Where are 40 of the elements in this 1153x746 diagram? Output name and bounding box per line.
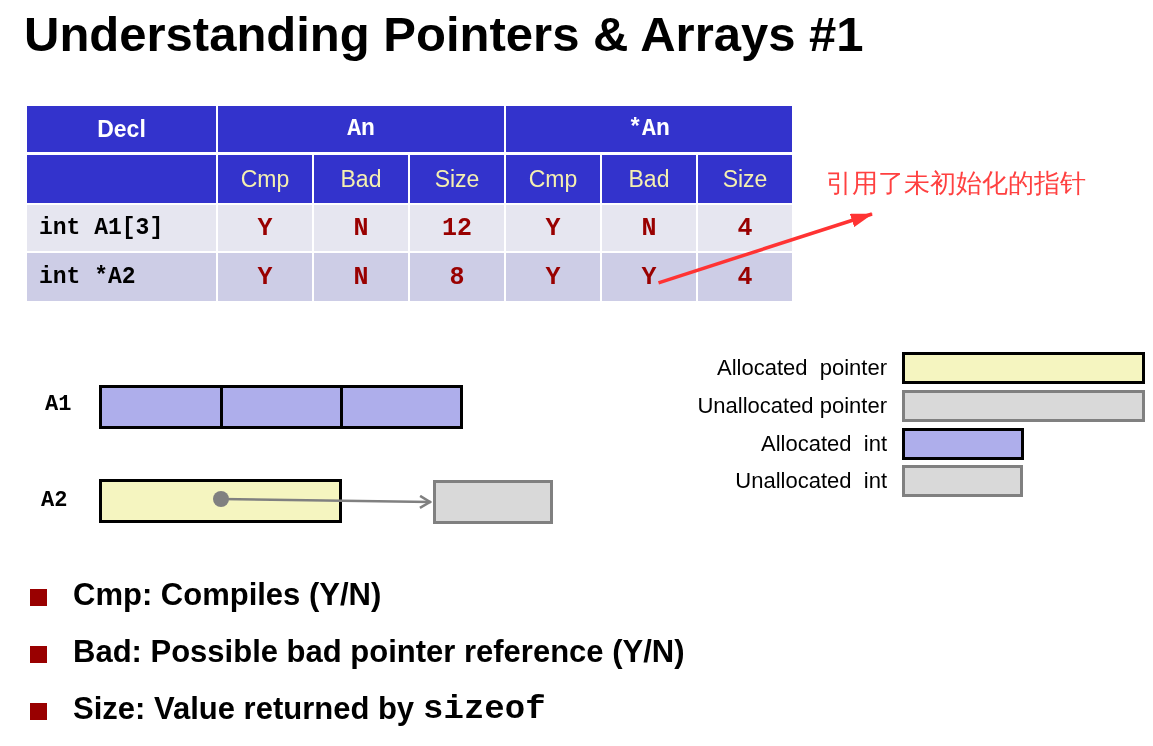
legend-label: Unallocated int [734,467,887,495]
table-cell: N [602,205,696,251]
table-cell: Y [218,253,312,301]
header-cell: Bad [602,155,696,203]
bullet-text: Bad: Possible bad pointer reference (Y/N) [73,634,685,670]
cell-value: Y [641,262,657,292]
table-cell: int A1[3] [27,205,216,251]
memory-block [99,479,342,523]
bullet-text: Size: Value returned by [73,691,415,727]
legend-label: Allocated pointer [716,354,887,382]
header-cell: Size [698,155,792,203]
header-cell: Decl [27,106,216,152]
arrow [213,491,432,510]
table-cell: 4 [698,205,792,251]
bullet-text: Cmp: Compiles (Y/N) [73,577,382,613]
table-cell: N [314,253,408,301]
header-cell: Cmp [506,155,600,203]
legend-label: Allocated int [760,430,887,458]
arrow [657,212,873,285]
array-name: A1 [45,392,72,417]
header-cell: *An [506,106,792,152]
table-cell: int *A2 [27,253,216,301]
table-cell: 12 [410,205,504,251]
header-cell: An [218,106,504,152]
array-name: A2 [41,488,68,513]
memory-block [433,480,553,524]
table-cell: 8 [410,253,504,301]
header-cell: Cmp [218,155,312,203]
memory-block [99,385,463,429]
annotation-text: 引用了未初始化的指针 [826,166,1126,214]
table-cell: 4 [698,253,792,301]
table-cell: Y [506,205,600,251]
header-cell: Bad [314,155,408,203]
slide-title: Understanding Pointers & Arrays #1 [24,6,864,62]
table-cell: Y [506,253,600,301]
code-text: sizeof [423,690,546,728]
header-cell: Size [410,155,504,203]
table-cell: Y [218,205,312,251]
table-cell: N [314,205,408,251]
legend-label: Unallocated pointer [696,392,887,420]
